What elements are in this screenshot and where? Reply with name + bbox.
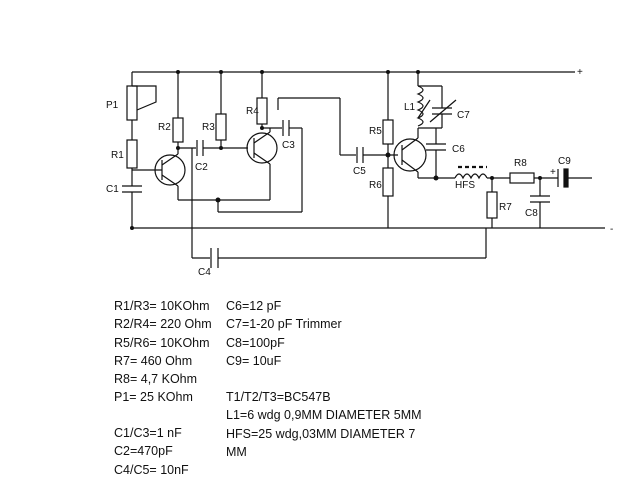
c7-trimmer-arrow [429,99,457,123]
positive-rail-label: + [577,67,583,78]
label-r6: R6 [369,180,382,191]
hfs-choke [454,173,488,180]
parts-list-line: MM [226,444,247,459]
label-r5: R5 [369,126,382,137]
r8-resistor [509,172,535,184]
parts-list-line: P1= 25 KOhm [114,390,193,405]
negative-rail-label: - [610,224,613,235]
label-c9: C9 [558,156,571,167]
c9-plate-right [563,168,569,188]
parts-list-line: C7=1-20 pF Trimmer [226,317,342,332]
label-r2: R2 [158,122,171,133]
parts-list-line: R8= 4,7 KOhm [114,372,198,387]
label-c1: C1 [106,184,119,195]
r2-resistor [172,117,184,143]
r1-resistor [126,139,138,169]
parts-list-line: L1=6 wdg 0,9MM DIAMETER 5MM [226,408,422,423]
label-p1: P1 [106,100,119,111]
parts-list-line: T1/T2/T3=BC547B [226,390,331,404]
parts-list-line: R5/R6= 10KOhm [114,335,210,350]
parts-list-line: R7= 460 Ohm [114,353,193,368]
label-r7: R7 [499,202,512,213]
r6-resistor [382,167,394,197]
c9-polarity-mark: + [550,167,556,178]
label-r3: R3 [202,122,215,133]
label-c6: C6 [452,144,465,155]
parts-list-line: C1/C3=1 nF [114,426,182,440]
parts-list-capacitors-small: C6=12 pF C7=1-20 pF Trimmer C8=100pF C9=… [226,297,342,370]
parts-list-line: C9= 10uF [226,353,282,368]
parts-list-semiconductors: T1/T2/T3=BC547B L1=6 wdg 0,9MM DIAMETER … [226,388,422,461]
parts-list-line: R2/R4= 220 Ohm [114,317,212,332]
parts-list-line: R1/R3= 10KOhm [114,299,210,313]
r3-resistor [215,113,227,141]
parts-list-resistors: R1/R3= 10KOhm R2/R4= 220 Ohm R5/R6= 10KO… [114,297,212,407]
label-r1: R1 [111,150,124,161]
label-c8: C8 [525,208,538,219]
label-c5: C5 [353,166,366,177]
p1-potentiometer [126,85,138,121]
label-c4: C4 [198,267,211,278]
label-c2: C2 [195,162,208,173]
parts-list-line: C4/C5= 10nF [114,462,189,477]
label-r4: R4 [246,106,259,117]
parts-list-line: C2=470pF [114,444,173,459]
r7-resistor [486,191,498,219]
label-r8: R8 [514,158,527,169]
parts-list-capacitors-large: C1/C3=1 nF C2=470pF C4/C5= 10nF [114,424,189,479]
label-c3: C3 [282,140,295,151]
t3-transistor [393,138,427,172]
parts-list-line: C6=12 pF [226,299,282,313]
parts-list-line: HFS=25 wdg,03MM DIAMETER 7 [226,426,416,441]
circuit-schematic: + - P1 R1 C1 R2 C2 R3 R4 C3 C5 R5 R6 L1 … [106,67,613,278]
t2-transistor [246,132,278,164]
p1-wiper [132,85,157,111]
label-l1: L1 [404,102,416,113]
label-hfs: HFS [455,180,475,191]
label-c7: C7 [457,110,470,121]
r5-resistor [382,119,394,145]
l1-coil [416,85,424,127]
parts-list-line: C8=100pF [226,335,285,350]
